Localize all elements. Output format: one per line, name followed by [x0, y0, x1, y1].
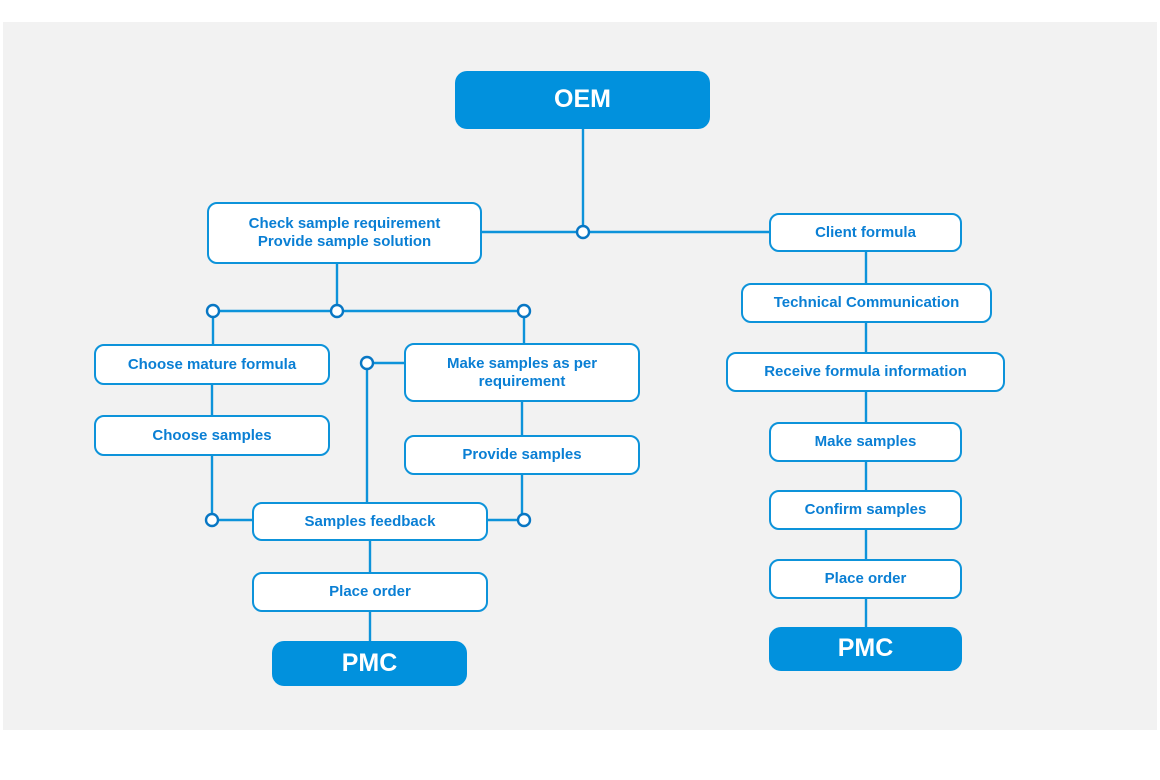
node-check[interactable]: Check sample requirement Provide sample … [207, 202, 482, 264]
node-label: Make samples [814, 433, 917, 451]
node-confirm[interactable]: Confirm samples [769, 490, 962, 530]
node-pmcL[interactable]: PMC [272, 641, 467, 686]
node-label: Technical Communication [773, 294, 960, 312]
node-label: OEM [554, 85, 611, 114]
node-pmcR[interactable]: PMC [769, 627, 962, 671]
node-label: Choose mature formula [127, 355, 297, 373]
node-makesmp[interactable]: Make samples [769, 422, 962, 462]
node-label: Place order [824, 570, 907, 588]
node-label: PMC [837, 634, 894, 663]
node-label: Provide samples [462, 446, 582, 464]
node-label: Place order [329, 583, 411, 601]
junction-feedback-left [204, 512, 220, 528]
node-label: Check sample requirement Provide sample … [248, 215, 441, 250]
node-label: Client formula [815, 223, 916, 241]
junction-left-c [516, 303, 532, 319]
node-receive[interactable]: Receive formula information [726, 352, 1005, 392]
node-label: Make samples as per requirement [446, 354, 598, 390]
junction-feedback-right [516, 512, 532, 528]
junction-left-b [329, 303, 345, 319]
node-label: Choose samples [152, 426, 272, 444]
node-feedback[interactable]: Samples feedback [252, 502, 488, 541]
node-label: Samples feedback [304, 512, 436, 530]
node-label: PMC [341, 648, 398, 677]
node-label: Confirm samples [804, 501, 927, 519]
node-techcom[interactable]: Technical Communication [741, 283, 992, 323]
node-label: Receive formula information [764, 363, 967, 381]
node-choosesmp[interactable]: Choose samples [94, 415, 330, 456]
node-oem[interactable]: OEM [455, 71, 710, 129]
node-client[interactable]: Client formula [769, 213, 962, 252]
node-orderR[interactable]: Place order [769, 559, 962, 599]
node-orderL[interactable]: Place order [252, 572, 488, 612]
node-provide[interactable]: Provide samples [404, 435, 640, 475]
node-makeper[interactable]: Make samples as per requirement [404, 343, 640, 402]
junction-makeper-left [359, 355, 375, 371]
junction-oem-split [575, 224, 591, 240]
node-mature[interactable]: Choose mature formula [94, 344, 330, 385]
junction-left-a [205, 303, 221, 319]
